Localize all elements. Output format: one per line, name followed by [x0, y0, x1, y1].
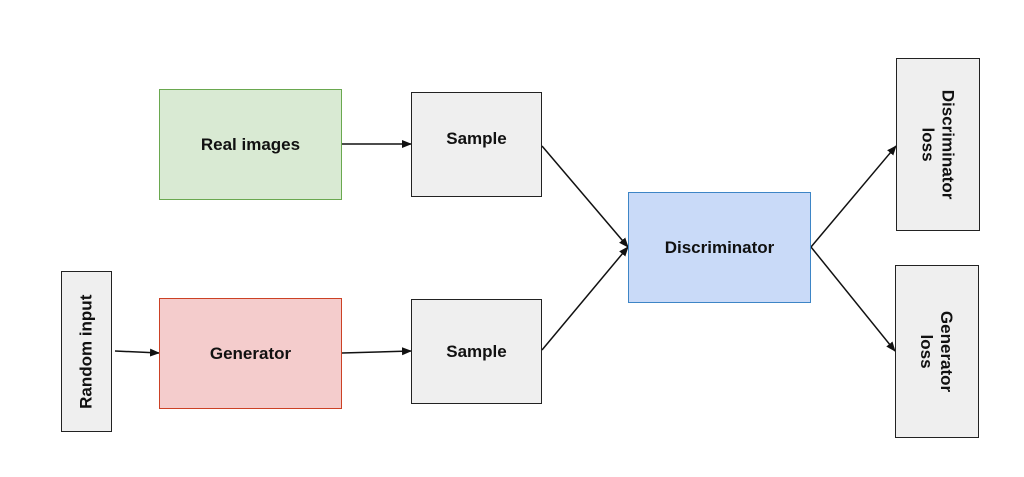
sample-node-top: Sample	[411, 92, 542, 197]
generator-node: Generator	[159, 298, 342, 409]
arrow-discriminator-to-discriminator-loss	[810, 145, 897, 248]
arrow-random-input-to-generator	[114, 348, 160, 357]
generator-loss-label: Generator loss	[918, 310, 957, 393]
arrow-discriminator-to-generator-loss	[810, 246, 896, 352]
discriminator-node: Discriminator	[628, 192, 811, 303]
discriminator-loss-node: Discriminator loss	[896, 58, 980, 231]
generator-loss-node: Generator loss	[895, 265, 979, 438]
real-images-label: Real images	[200, 134, 301, 154]
arrow-sample-top-to-discriminator	[541, 145, 629, 248]
sample-top-label: Sample	[446, 129, 507, 148]
discriminator-loss-label: Discriminator loss	[919, 89, 958, 200]
sample-node-bottom: Sample	[411, 299, 542, 404]
discriminator-label: Discriminator	[664, 237, 775, 257]
real-images-node: Real images	[159, 89, 342, 200]
random-input-node: Random input	[61, 271, 112, 432]
arrow-sample-bottom-to-discriminator	[541, 246, 629, 351]
arrow-generator-to-sample	[341, 347, 412, 356]
generator-label: Generator	[209, 343, 292, 363]
sample-bottom-label: Sample	[446, 341, 507, 361]
random-input-label: Random input	[76, 294, 96, 409]
